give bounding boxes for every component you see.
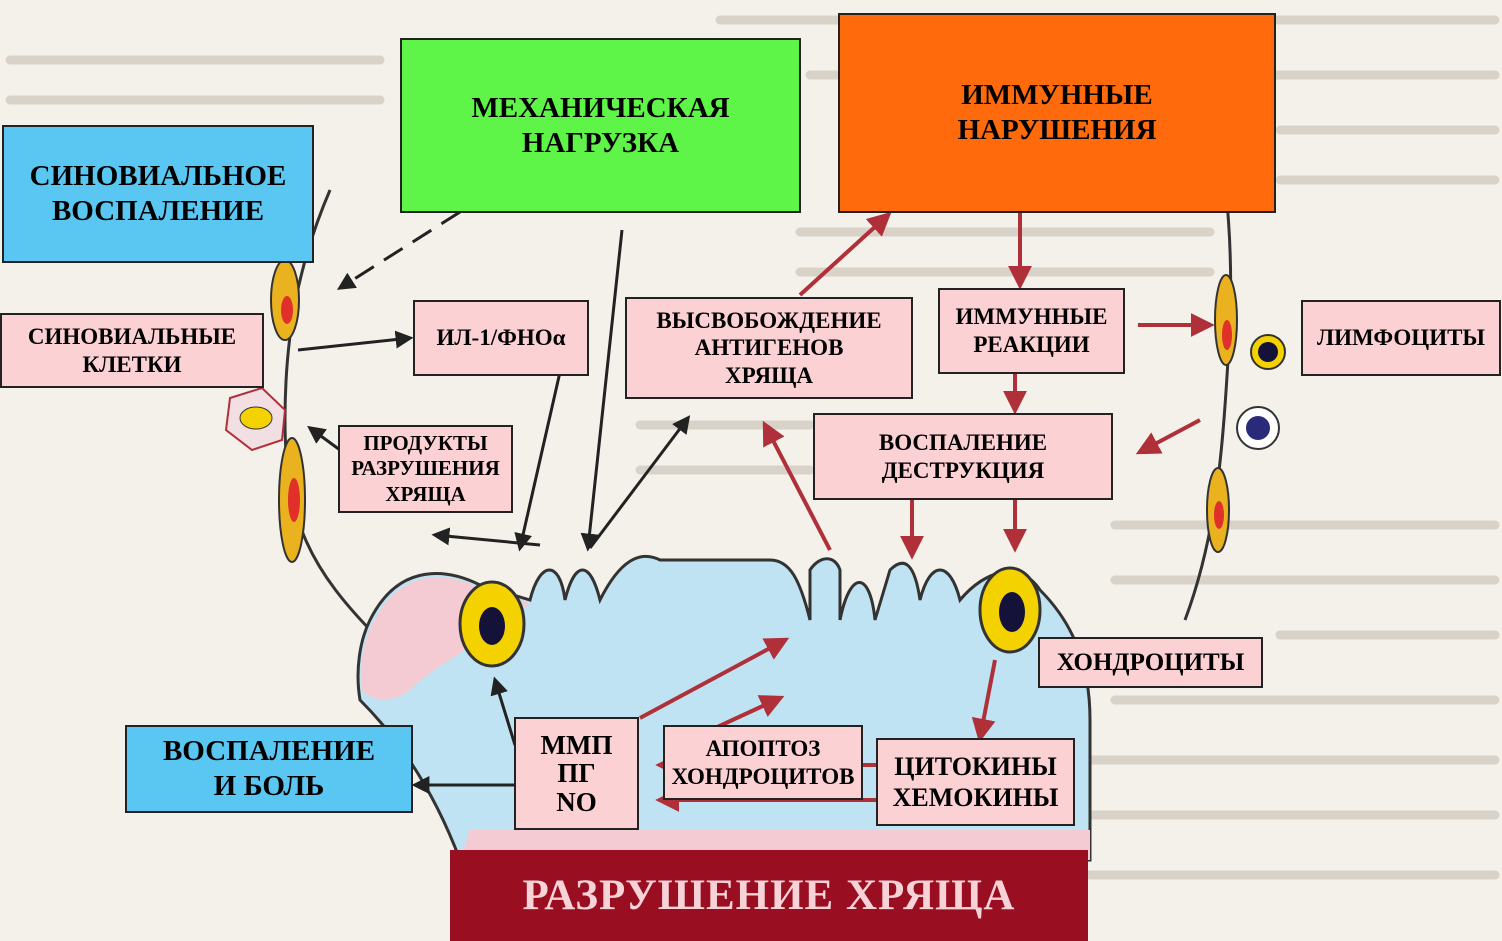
inflammation-pain-box: ВОСПАЛЕНИЕ И БОЛЬ	[125, 725, 413, 813]
chondrocytes-box: ХОНДРОЦИТЫ	[1038, 637, 1263, 688]
synovial-cell-lower	[278, 437, 306, 563]
macrophage-cell	[224, 386, 287, 452]
synovial-cells-box: СИНОВИАЛЬНЫЕ КЛЕТКИ	[0, 313, 264, 388]
mmp-pg-no-box: ММП ПГ NO	[514, 717, 639, 830]
cartilage-products-box: ПРОДУКТЫ РАЗРУШЕНИЯ ХРЯЩА	[338, 425, 513, 513]
background-text-lines	[5, 15, 1500, 880]
dark-arrows	[297, 210, 691, 794]
cartilage-destruction-banner: РАЗРУШЕНИЕ ХРЯЩА	[450, 850, 1088, 941]
immune-disorders-box: ИММУННЫЕ НАРУШЕНИЯ	[838, 13, 1276, 213]
synovial-inflammation-box: СИНОВИАЛЬНОЕ ВОСПАЛЕНИЕ	[2, 125, 314, 263]
immune-reactions-box: ИММУННЫЕ РЕАКЦИИ	[938, 288, 1125, 374]
mechanical-load-box: МЕХАНИЧЕСКАЯ НАГРУЗКА	[400, 38, 801, 213]
cytokines-chemokines-box: ЦИТОКИНЫ ХЕМОКИНЫ	[876, 738, 1075, 826]
synovial-cell-upper	[270, 259, 300, 341]
chondrocyte-apoptosis-box: АПОПТОЗ ХОНДРОЦИТОВ	[663, 725, 863, 800]
chondrocyte-cell-right	[978, 566, 1042, 654]
synovial-cell-right-upper	[1214, 274, 1238, 366]
antigen-release-box: ВЫСВОБОЖДЕНИЕ АНТИГЕНОВ ХРЯЩА	[625, 297, 913, 399]
inflammation-destruction-box: ВОСПАЛЕНИЕ ДЕСТРУКЦИЯ	[813, 413, 1113, 500]
synovial-cell-right-lower	[1206, 467, 1230, 553]
lymphocyte-cell	[1250, 334, 1286, 370]
il1-tnf-box: ИЛ-1/ФНОα	[413, 300, 589, 376]
chondrocyte-cell-left	[458, 580, 526, 668]
lymphocytes-box: ЛИМФОЦИТЫ	[1301, 300, 1501, 376]
plasma-cell	[1236, 406, 1280, 450]
